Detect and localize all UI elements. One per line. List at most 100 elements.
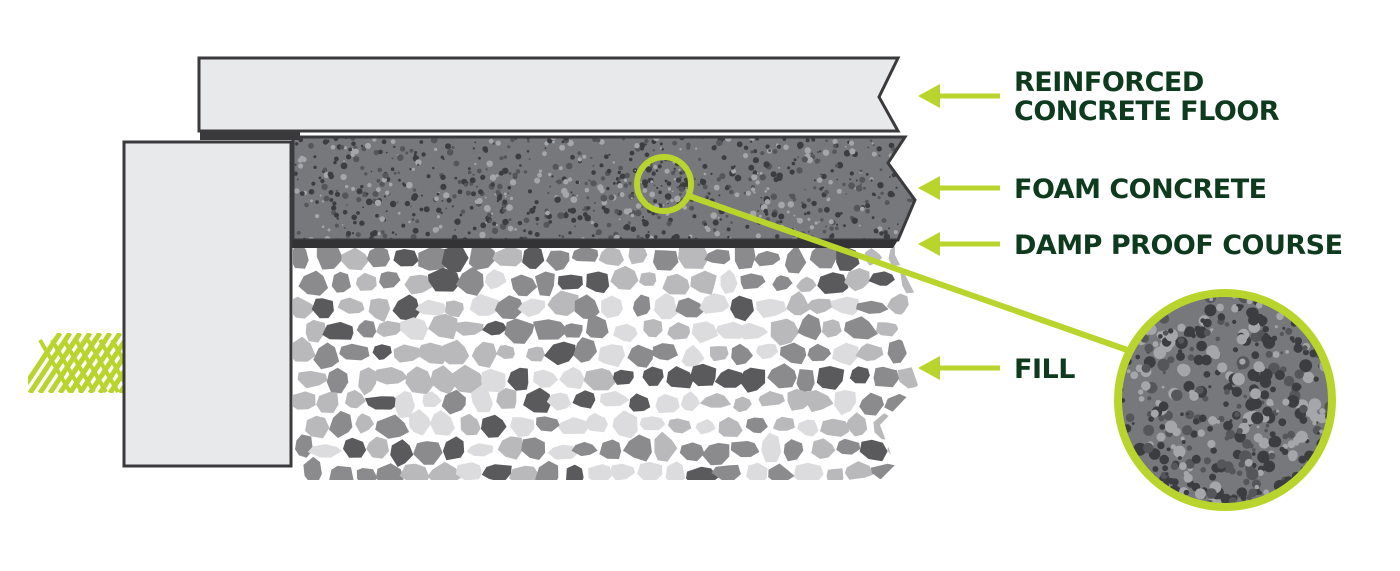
fill-stone [547, 444, 579, 460]
foam-pore [708, 192, 711, 195]
foam-pore [683, 177, 689, 182]
foam-pore [1187, 354, 1195, 361]
foam-pore [600, 189, 603, 192]
foam-pore [320, 179, 325, 184]
foam-pore [512, 172, 518, 178]
foam-pore [676, 185, 680, 189]
fill-stone [709, 346, 729, 362]
foam-pore [1299, 359, 1313, 373]
ground-hatch-stroke [107, 361, 128, 393]
foam-pore [743, 145, 749, 150]
fill-stone [547, 290, 579, 317]
foam-pore [440, 174, 446, 180]
fill-stone [797, 313, 822, 341]
fill-stone [779, 342, 807, 365]
foam-pore [1247, 411, 1254, 417]
foam-pore [662, 204, 665, 207]
foam-pore [910, 159, 915, 166]
foam-pore [485, 168, 488, 171]
foam-pore [570, 154, 575, 160]
foam-pore [509, 179, 517, 186]
foam-pore [383, 195, 386, 198]
foam-pore [1162, 330, 1169, 336]
foam-pore [528, 230, 533, 235]
foam-pore [757, 209, 760, 213]
fill-stone [293, 296, 317, 319]
foam-pore [606, 222, 612, 228]
foam-pore [836, 178, 838, 181]
ground-hatch-stroke [74, 339, 108, 393]
foam-pore [642, 216, 645, 218]
foam-pore [676, 177, 682, 183]
foam-pore [464, 182, 468, 187]
foam-pore [577, 157, 582, 162]
foam-pore [488, 219, 492, 223]
foam-pore [591, 170, 596, 175]
foam-pore [876, 146, 882, 152]
foam-pore [293, 171, 298, 176]
foam-pore [482, 146, 488, 152]
foam-pore [562, 212, 569, 219]
foam-pore [1224, 322, 1230, 327]
foam-pore [467, 231, 471, 235]
foam-pore [819, 150, 822, 153]
foam-pore [912, 211, 915, 218]
foam-pore [1166, 447, 1171, 452]
fill-stone [820, 418, 850, 437]
left-arrow-icon [918, 356, 1000, 380]
foam-pore [582, 208, 585, 211]
foam-pore [1309, 412, 1320, 423]
foam-pore [498, 170, 504, 176]
foam-pore [350, 152, 355, 157]
fill-stone [783, 439, 804, 462]
foam-pore [1207, 425, 1213, 432]
foam-pore [558, 234, 561, 237]
foam-pore [608, 194, 615, 201]
fill-stone [730, 295, 754, 322]
fill-stone [652, 343, 678, 361]
foam-pore [339, 145, 345, 150]
foam-pore [408, 220, 411, 224]
foam-pore [544, 147, 547, 150]
fill-stone [298, 270, 329, 296]
foam-pore [523, 217, 530, 224]
foam-pore [565, 162, 573, 170]
foam-pore [508, 218, 512, 222]
foam-pore [348, 147, 353, 152]
fill-stone [311, 298, 334, 319]
foam-pore [832, 149, 837, 155]
fill-stone [654, 431, 678, 462]
foam-pore [1229, 467, 1236, 475]
foam-pore [599, 139, 605, 145]
foam-pore [659, 147, 662, 150]
foam-pore [471, 191, 476, 197]
foam-pore [1210, 349, 1221, 360]
foam-pore [1147, 396, 1152, 401]
foam-pore [484, 206, 491, 212]
foam-pore [1157, 295, 1169, 302]
foam-pore [770, 171, 777, 178]
foam-pore [412, 213, 416, 217]
foam-pore [557, 212, 565, 220]
foam-pore [1285, 327, 1293, 335]
foam-pore [1253, 361, 1265, 373]
fill-stone [654, 293, 678, 320]
foam-pore [1153, 346, 1167, 360]
foam-pore [640, 181, 643, 184]
foam-pore [787, 201, 794, 208]
foam-pore [323, 195, 330, 202]
foam-pore [775, 220, 780, 225]
foam-pore [1262, 326, 1269, 333]
foam-pore [836, 223, 839, 226]
foam-pore [527, 189, 533, 194]
foam-pore [343, 227, 346, 229]
foam-pore [409, 148, 414, 153]
foam-pore [495, 189, 501, 195]
foam-pore [1177, 323, 1186, 332]
foam-pore [658, 190, 662, 195]
fill-stone [445, 300, 464, 318]
foam-pore [627, 208, 633, 213]
foam-pore [1265, 423, 1270, 428]
foam-pore [806, 198, 812, 203]
fill-stone [796, 276, 817, 293]
